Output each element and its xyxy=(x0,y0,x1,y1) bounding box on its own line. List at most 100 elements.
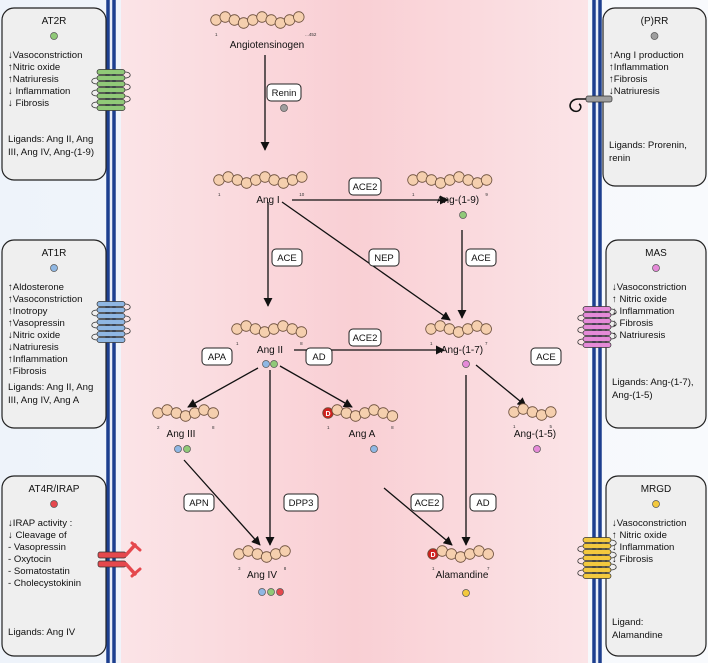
receptor-effect: ↑Vasopressin xyxy=(8,318,65,329)
mrgd-receptor-icon xyxy=(577,537,617,579)
peptide-label: Alamandine xyxy=(436,570,489,581)
peptide-end-index: 8 xyxy=(212,425,215,430)
ligand-dot xyxy=(370,445,378,453)
receptor-effect: ↓Nitric oxide xyxy=(8,330,60,341)
receptor-color-dot xyxy=(50,264,58,272)
svg-text:Renin: Renin xyxy=(272,88,297,99)
receptor-ligands: Ligands: Ang IV xyxy=(8,627,76,638)
ang15-receptor-dots xyxy=(533,445,541,453)
svg-text:APA: APA xyxy=(208,352,227,363)
receptor-effect: ↓ Cleavage of xyxy=(8,530,67,541)
receptor-effect: - Cholecystokinin xyxy=(8,578,81,589)
peptide-label: Ang A xyxy=(349,429,376,440)
prr-receptor-icon xyxy=(569,95,613,113)
receptor-panel-at1r: AT1R↑Aldosterone↑Vasoconstriction↑Inotro… xyxy=(1,239,107,429)
receptor-effect: - Somatostatin xyxy=(8,566,70,577)
receptor-panel-at4r: AT4R/IRAP ↓IRAP activity :↓ Cleavage of - … xyxy=(1,475,107,657)
ang3-receptor-dots xyxy=(174,445,191,453)
receptor-color-dot xyxy=(650,32,659,40)
peptide-end-index: 7 xyxy=(487,566,490,571)
peptide-start-index: 1 xyxy=(513,424,516,429)
peptide-end-index: 8 xyxy=(391,425,394,430)
arrow-ang17-to-ang15 xyxy=(475,364,527,407)
peptide-end-index: 5 xyxy=(550,424,553,429)
receptor-color-dot xyxy=(652,264,660,272)
receptor-title: MRGD xyxy=(641,484,672,495)
enzyme-label-apa: APA xyxy=(201,347,233,366)
receptor-effect: ↑ Nitric oxide xyxy=(612,530,667,541)
receptor-effect: ↓Vasoconstriction xyxy=(612,282,686,293)
receptor-ligands: Ligands: Ang-(1-7), xyxy=(612,377,694,388)
receptor-effect: ↑Nitric oxide xyxy=(8,62,60,73)
receptor-effect: ↑Inotropy xyxy=(8,306,48,317)
peptide-end-index: 7 xyxy=(485,341,488,346)
at2r-receptor-icon xyxy=(91,69,131,111)
receptor-color-dot xyxy=(50,32,58,40)
ligand-dot xyxy=(174,445,182,453)
svg-text:ACE2: ACE2 xyxy=(415,498,440,509)
peptide-start-index: 1 xyxy=(215,32,218,37)
receptor-effect: ↓IRAP activity : xyxy=(8,518,72,529)
aspartate-letter: D xyxy=(325,411,330,418)
amino-acid-bead xyxy=(480,323,492,335)
receptor-color-dot xyxy=(50,500,58,508)
enzyme-label-ad_a: AD xyxy=(305,347,333,366)
receptor-effect: ↓ Fibrosis xyxy=(8,98,49,109)
receptor-ligands: Alamandine xyxy=(612,630,663,641)
receptor-effect: ↑Fibrosis xyxy=(8,366,47,377)
svg-text:AD: AD xyxy=(312,352,325,363)
peptide-start-index: 1 xyxy=(412,192,415,197)
renin-dot xyxy=(280,104,288,112)
receptor-effect: ↑Fibrosis xyxy=(609,74,648,85)
receptor-panel-mrgd: MRGD↓Vasoconstriction↑ Nitric oxide↓ Inf… xyxy=(605,475,707,657)
peptide-label: Ang II xyxy=(257,345,283,356)
svg-text:DPP3: DPP3 xyxy=(289,498,314,509)
amino-acid-bead xyxy=(482,548,494,560)
alamandine-receptor-dots xyxy=(462,589,470,597)
enzyme-label-ace2_c: ACE2 xyxy=(410,493,444,512)
enzyme-label-ad_b: AD xyxy=(469,493,497,512)
receptor-effect: ↓ Inflammation xyxy=(612,542,674,553)
receptor-title: AT4R/IRAP xyxy=(29,484,80,495)
receptor-ligands: III, Ang IV, Ang-(1-9) xyxy=(8,147,94,158)
receptor-effect: ↑Natriuresis xyxy=(8,74,59,85)
peptide-label: Ang-(1-5) xyxy=(514,429,556,440)
svg-text:ACE2: ACE2 xyxy=(353,333,378,344)
ligand-dot xyxy=(462,589,470,597)
receptor-effect: ↑Ang I production xyxy=(609,50,684,61)
peptide-start-index: 3 xyxy=(238,566,241,571)
amino-acid-bead xyxy=(207,407,219,419)
enzyme-label-apn: APN xyxy=(183,493,215,512)
peptide-label: Ang-(1-7) xyxy=(441,345,483,356)
arrow-ang2-to-ang3 xyxy=(187,367,259,408)
receptor-effect: ↓ Inflammation xyxy=(612,306,674,317)
ligand-dot xyxy=(183,445,191,453)
ang17-receptor-dots xyxy=(462,360,470,368)
peptide-label: Ang I xyxy=(256,195,279,206)
peptide-end-index: 8 xyxy=(284,566,287,571)
ligand-dot xyxy=(258,588,266,596)
svg-text:ACE: ACE xyxy=(471,253,491,264)
amino-acid-bead xyxy=(293,11,305,23)
amino-acid-bead xyxy=(386,410,399,422)
ligand-dot xyxy=(276,588,284,596)
amino-acid-bead xyxy=(296,171,308,183)
ligand-dot xyxy=(533,445,541,453)
receptor-effect: ↓ Fibrosis xyxy=(612,554,653,565)
arrow-ang3-to-ang4 xyxy=(183,459,261,546)
ligand-dot xyxy=(267,588,275,596)
receptor-effect: ↓ Inflammation xyxy=(8,86,70,97)
arrow-ang1-to-ang17 xyxy=(281,201,451,321)
peptide-start-index: 1 xyxy=(218,192,221,197)
peptide-label: Ang III xyxy=(167,429,196,440)
ang4-receptor-dots xyxy=(258,588,284,596)
peptide-end-index: ...452 xyxy=(305,32,317,37)
svg-text:APN: APN xyxy=(189,498,209,509)
receptor-effect: - Oxytocin xyxy=(8,554,51,565)
receptor-title: (P)RR xyxy=(641,16,669,27)
